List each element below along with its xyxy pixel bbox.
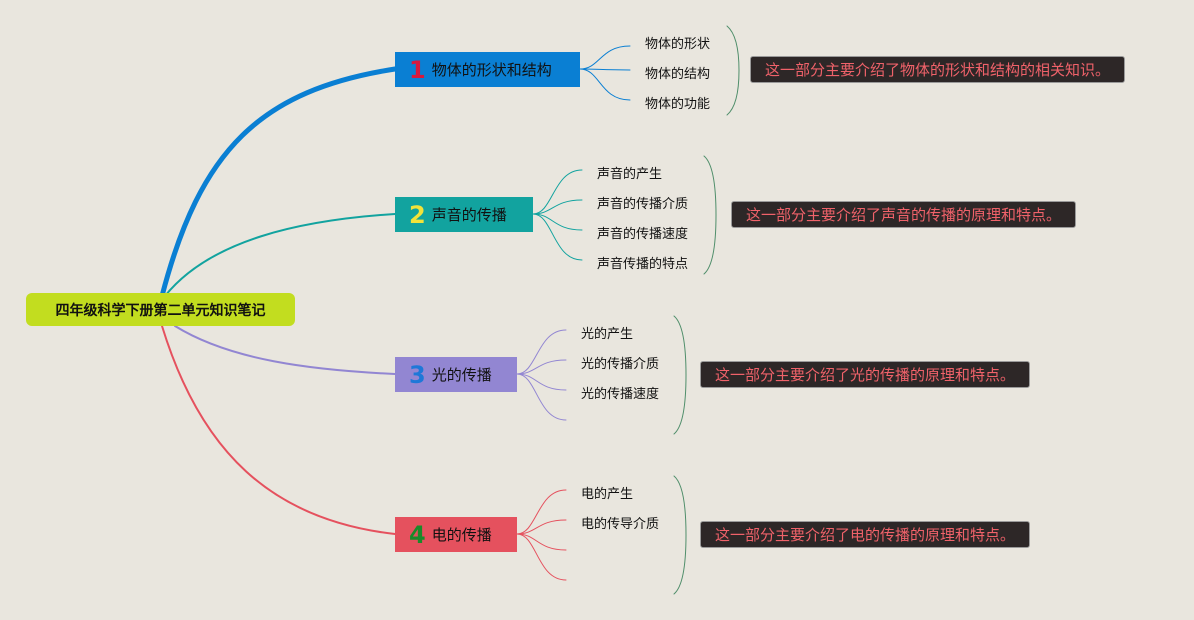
topic-1-title: 物体的形状和结构 xyxy=(431,61,552,79)
topic-3-title: 光的传播 xyxy=(431,366,492,384)
connector-topic-4-sub-3 xyxy=(516,533,567,551)
topic-2-title: 声音的传播 xyxy=(431,206,507,224)
subtopic-3-3[interactable]: 光的传播速度 xyxy=(581,387,660,402)
connector-root-topic-4 xyxy=(161,325,396,535)
connector-topic-3-sub-1 xyxy=(516,329,567,375)
root-topic[interactable]: 四年级科学下册第二单元知识笔记 xyxy=(26,293,295,326)
summary-brace-3 xyxy=(673,315,687,435)
subtopic-4-2[interactable]: 电的传导介质 xyxy=(581,517,660,532)
summary-note-4[interactable]: 这一部分主要介绍了电的传播的原理和特点。 xyxy=(700,521,1031,548)
subtopic-3-2[interactable]: 光的传播介质 xyxy=(581,357,660,372)
connector-topic-2-sub-4 xyxy=(532,213,583,261)
connector-root-topic-3 xyxy=(174,325,396,375)
connector-topic-2-sub-2 xyxy=(532,199,583,215)
topic-2-number: 2 xyxy=(409,200,426,229)
topic-1[interactable]: 1 物体的形状和结构 xyxy=(395,52,580,87)
connector-topic-4-sub-1 xyxy=(516,489,567,535)
topic-3[interactable]: 3 光的传播 xyxy=(395,357,517,392)
subtopic-3-1[interactable]: 光的产生 xyxy=(581,327,634,342)
connector-topic-2-sub-3 xyxy=(532,213,583,231)
connector-topic-4-sub-4 xyxy=(516,533,567,581)
connector-topic-3-sub-3 xyxy=(516,373,567,391)
connector-root-topic-2 xyxy=(164,213,396,297)
subtopic-2-1[interactable]: 声音的产生 xyxy=(597,167,663,182)
summary-brace-4 xyxy=(673,475,687,595)
summary-brace-2 xyxy=(703,155,717,275)
subtopic-1-3[interactable]: 物体的功能 xyxy=(645,97,711,112)
topic-4-number: 4 xyxy=(409,520,426,549)
topic-2[interactable]: 2 声音的传播 xyxy=(395,197,533,232)
subtopic-2-2[interactable]: 声音的传播介质 xyxy=(597,197,689,212)
summary-note-3[interactable]: 这一部分主要介绍了光的传播的原理和特点。 xyxy=(700,361,1031,388)
subtopic-4-1[interactable]: 电的产生 xyxy=(581,487,634,502)
subtopic-1-2[interactable]: 物体的结构 xyxy=(645,67,711,82)
connector-topic-1-sub-3 xyxy=(579,68,631,101)
subtopic-1-1[interactable]: 物体的形状 xyxy=(645,37,711,52)
connector-topic-2-sub-1 xyxy=(532,169,583,215)
connector-topic-3-sub-4 xyxy=(516,373,567,421)
summary-note-2[interactable]: 这一部分主要介绍了声音的传播的原理和特点。 xyxy=(731,201,1077,228)
root-title: 四年级科学下册第二单元知识笔记 xyxy=(55,302,266,319)
connector-root-topic-1 xyxy=(159,66,398,299)
subtopic-2-3[interactable]: 声音的传播速度 xyxy=(597,227,689,242)
topic-4-title: 电的传播 xyxy=(431,526,492,544)
summary-brace-1 xyxy=(726,25,740,116)
topic-1-number: 1 xyxy=(409,55,426,84)
summary-note-1[interactable]: 这一部分主要介绍了物体的形状和结构的相关知识。 xyxy=(750,56,1126,83)
subtopic-2-4[interactable]: 声音传播的特点 xyxy=(597,257,689,272)
topic-3-number: 3 xyxy=(409,360,426,389)
connector-topic-4-sub-2 xyxy=(516,519,567,535)
connector-topic-1-sub-2 xyxy=(579,68,631,71)
topic-4[interactable]: 4 电的传播 xyxy=(395,517,517,552)
connector-topic-3-sub-2 xyxy=(516,359,567,375)
connector-topic-1-sub-1 xyxy=(579,45,631,70)
